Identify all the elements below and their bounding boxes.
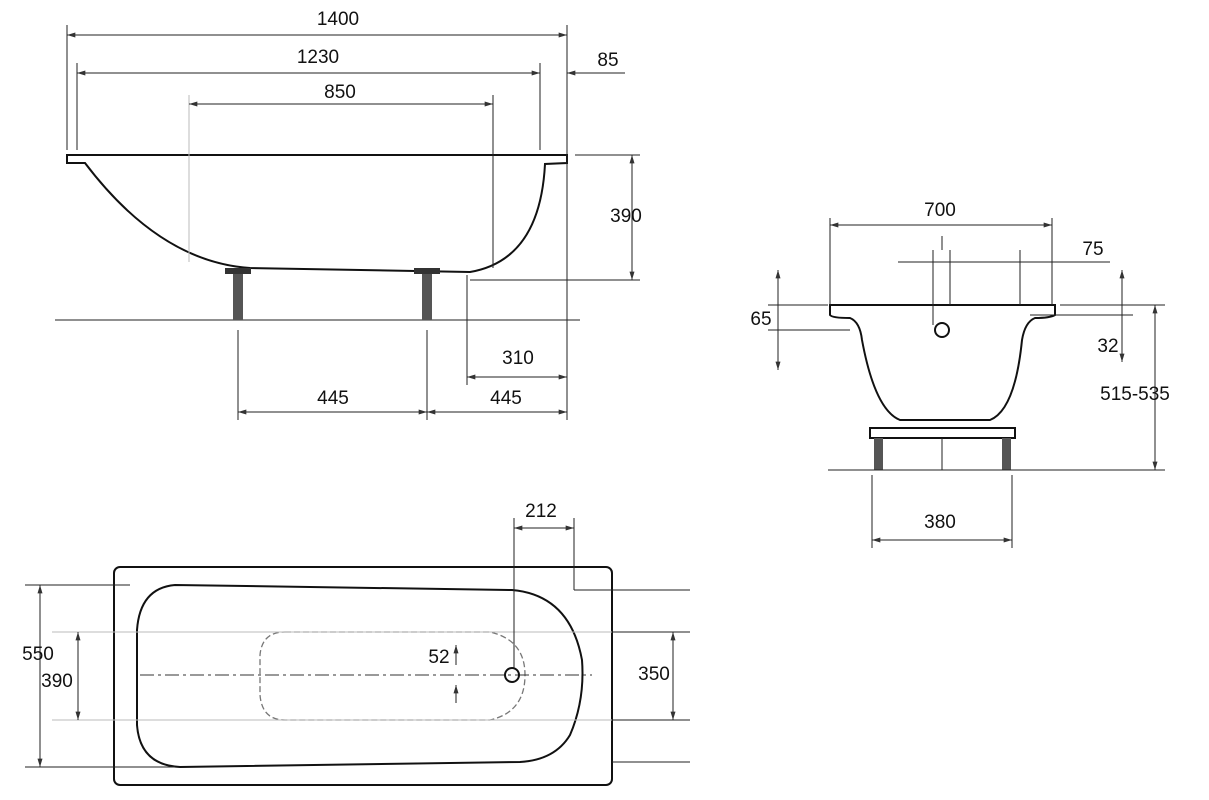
dim-drain-offset: 52 bbox=[428, 647, 449, 668]
drain-icon bbox=[504, 667, 520, 683]
dim-leg-to-end: 445 bbox=[490, 388, 522, 409]
dim-bottom-length: 850 bbox=[324, 82, 356, 103]
dim-end-width: 350 bbox=[638, 664, 670, 685]
tub-end-profile bbox=[829, 304, 1056, 421]
end-view: 700 75 65 32 515-535 380 bbox=[750, 200, 1170, 548]
tub-side-profile bbox=[66, 154, 568, 274]
dim-drain-to-end: 212 bbox=[525, 501, 557, 522]
dim-depth: 390 bbox=[610, 206, 642, 227]
tub-bottom-outline bbox=[259, 631, 526, 721]
dim-drain-offset: 310 bbox=[502, 348, 534, 369]
dim-outer-width: 550 bbox=[22, 644, 54, 665]
tub-inner-basin bbox=[136, 583, 584, 769]
tub-outer-rim bbox=[113, 566, 613, 786]
dim-width: 700 bbox=[924, 200, 956, 221]
leg-icon bbox=[1002, 438, 1011, 470]
dim-rim-offset: 85 bbox=[597, 50, 618, 71]
dim-frame-width: 380 bbox=[924, 512, 956, 533]
leg-icon bbox=[874, 438, 883, 470]
overflow-icon bbox=[934, 322, 950, 338]
leg-icon bbox=[225, 268, 251, 320]
support-frame bbox=[869, 427, 1016, 439]
leg-icon bbox=[414, 268, 440, 320]
dim-bottom-width: 390 bbox=[41, 671, 73, 692]
dim-rim-height: 65 bbox=[750, 309, 771, 330]
dim-overall-length: 1400 bbox=[317, 9, 359, 30]
side-view: 1400 1230 85 850 390 310 445 445 bbox=[55, 9, 642, 420]
dim-overflow-offset: 75 bbox=[1082, 239, 1103, 260]
dim-rim-thickness: 32 bbox=[1097, 336, 1118, 357]
dim-leg-spacing: 445 bbox=[317, 388, 349, 409]
plan-view: 550 390 350 212 52 bbox=[22, 501, 690, 786]
dim-inner-length: 1230 bbox=[297, 47, 339, 68]
dim-total-height: 515-535 bbox=[1100, 384, 1170, 405]
